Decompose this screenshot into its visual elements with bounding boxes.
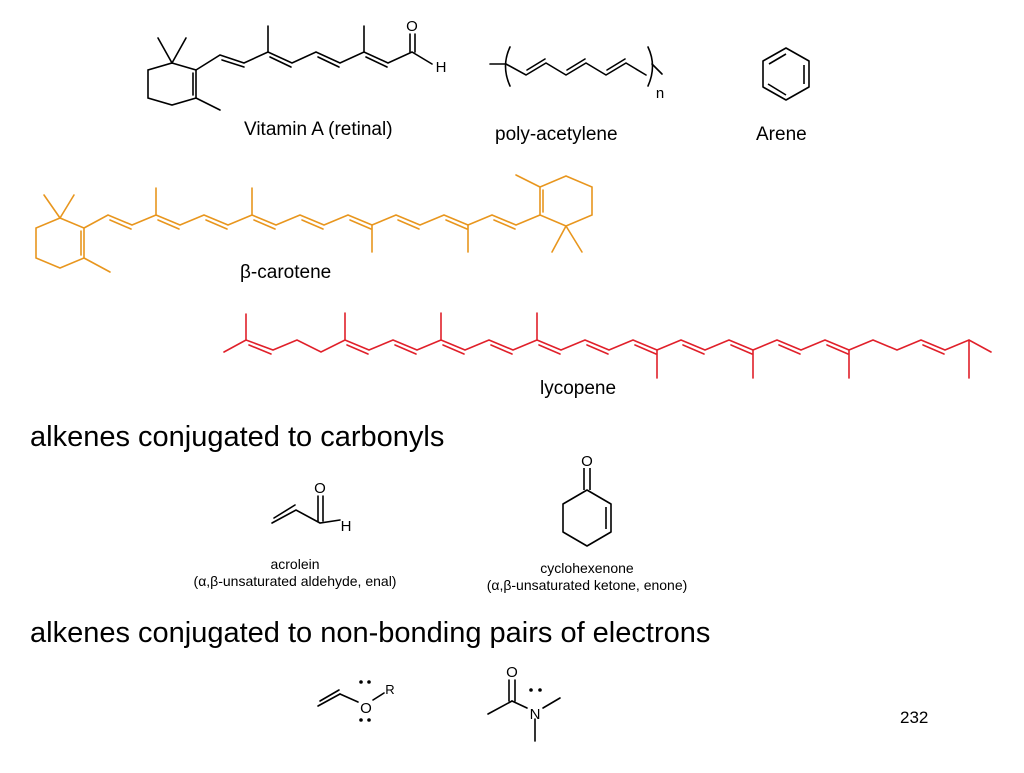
- cyclohexenone-structure: [562, 468, 612, 547]
- cyclohexenone-caption: cyclohexenone (α,β-unsaturated ketone, e…: [452, 560, 722, 594]
- acrolein-caption: acrolein (α,β-unsaturated aldehyde, enal…: [160, 556, 430, 590]
- nitrogen-lone-pair-icon: [529, 688, 542, 692]
- amide-nitrogen-atom: N: [530, 706, 541, 723]
- cyclohexenone-oxygen-atom: O: [581, 453, 593, 470]
- retinal-structure: [147, 25, 433, 111]
- beta-carotene-structure: [35, 174, 593, 273]
- acrolein-oxygen-atom: O: [314, 480, 326, 497]
- arene-structure: [762, 47, 810, 101]
- acrolein-hydrogen-atom: H: [341, 518, 352, 535]
- vinyl-ether-oxygen-atom: O: [360, 700, 372, 717]
- retinal-oxygen-atom: O: [406, 18, 418, 35]
- cyclohexenone-name: cyclohexenone: [540, 560, 634, 576]
- acrolein-name: acrolein: [270, 556, 320, 572]
- acrolein-structure: [271, 495, 341, 524]
- lycopene-label: lycopene: [540, 378, 617, 399]
- vinyl-ether-structure: [317, 689, 385, 707]
- oxygen-lone-pairs-icon: [359, 680, 371, 722]
- cyclohexenone-description: (α,β-unsaturated ketone, enone): [486, 577, 688, 593]
- arene-label: Arene: [756, 124, 807, 145]
- lycopene-structure: [223, 312, 992, 379]
- page-number: 232: [900, 708, 929, 727]
- acrolein-description: (α,β-unsaturated aldehyde, enal): [193, 573, 397, 589]
- polyacetylene-label: poly-acetylene: [495, 124, 618, 145]
- heading-conjugated-nonbonding: alkenes conjugated to non-bonding pairs …: [30, 617, 711, 649]
- retinal-label: Vitamin A (retinal): [244, 119, 393, 140]
- amide-oxygen-atom: O: [506, 664, 518, 681]
- heading-conjugated-carbonyls: alkenes conjugated to carbonyls: [30, 421, 445, 453]
- retinal-hydrogen-atom: H: [436, 59, 447, 76]
- beta-carotene-label: β-carotene: [240, 262, 332, 283]
- vinyl-ether-r-group: R: [385, 682, 394, 697]
- polyacetylene-n-subscript: n: [656, 85, 664, 102]
- amide-structure: [487, 679, 561, 742]
- polyacetylene-structure: [489, 46, 663, 87]
